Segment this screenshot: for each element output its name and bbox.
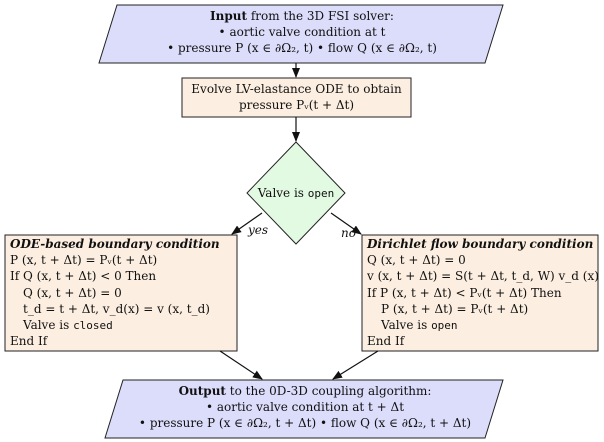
input-shape <box>98 4 504 64</box>
right-box-line-5: Valve is open <box>381 318 458 333</box>
right-box-open-code: open <box>431 319 458 332</box>
left-box-valve-label: Valve is <box>23 318 74 332</box>
left-box-line-2: If Q (x, t + Δt) < 0 Then <box>10 269 157 283</box>
right-box-title: Dirichlet flow boundary condition <box>367 237 594 251</box>
right-box-line-4: P (x, t + Δt) = Pᵥ(t + Δt) <box>381 302 529 316</box>
right-box-line-3: If P (x, t + Δt) < Pᵥ(t + Δt) Then <box>367 286 562 300</box>
input-line-1: • aortic valve condition at t <box>218 25 386 39</box>
output-line-2: • pressure P (x ∈ ∂Ω₂, t + Δt) • flow Q … <box>138 416 472 430</box>
output-line-1: • aortic valve condition at t + Δt <box>205 400 405 414</box>
arrow-decision-to-right <box>330 212 362 235</box>
output-title-bold: Output <box>178 384 226 398</box>
left-box-closed-code: closed <box>73 319 113 332</box>
evolve-line-1: Evolve LV-elastance ODE to obtain <box>191 82 402 96</box>
left-box <box>4 234 238 352</box>
decision-code: open <box>307 187 335 200</box>
input-line-2: • pressure P (x ∈ ∂Ω₂, t) • flow Q (x ∈ … <box>167 41 437 55</box>
arrow-left-to-output <box>219 350 263 380</box>
arrow-decision-to-left <box>231 212 263 235</box>
branch-yes-label: yes <box>248 223 269 237</box>
decision-diamond <box>246 141 346 245</box>
output-title-rest: to the 0D-3D coupling algorithm: <box>225 384 432 398</box>
left-box-title: ODE-based boundary condition <box>10 237 220 251</box>
left-box-line-6: End If <box>10 334 48 348</box>
left-box-line-4: t_d = t + Δt, v_d(x) = v (x, t_d) <box>23 302 210 316</box>
output-shape <box>104 379 504 439</box>
decision-label: Valve is open <box>247 186 345 201</box>
branch-no-label: no <box>341 226 356 240</box>
left-box-line-5: Valve is closed <box>23 318 113 333</box>
right-box-line-1: Q (x, t + Δt) = 0 <box>367 253 466 267</box>
input-title-bold: Input <box>210 9 248 23</box>
right-box-line-6: End If <box>367 334 405 348</box>
right-box <box>361 234 599 352</box>
right-box-line-2: v (x, t + Δt) = S(t + Δt, t_d, W) v_d (x… <box>367 269 599 283</box>
input-title: Input from the 3D FSI solver: <box>110 9 494 24</box>
evolve-box <box>181 77 412 118</box>
evolve-line-2: pressure Pᵥ(t + Δt) <box>238 98 355 112</box>
left-box-line-3: Q (x, t + Δt) = 0 <box>23 286 122 300</box>
output-title: Output to the 0D-3D coupling algorithm: <box>110 384 500 399</box>
arrow-right-to-output <box>332 350 379 380</box>
decision-label-text: Valve is <box>257 186 308 200</box>
right-box-valve-label: Valve is <box>381 318 432 332</box>
left-box-line-1: P (x, t + Δt) = Pᵥ(t + Δt) <box>10 253 158 267</box>
input-title-rest: from the 3D FSI solver: <box>247 9 394 23</box>
